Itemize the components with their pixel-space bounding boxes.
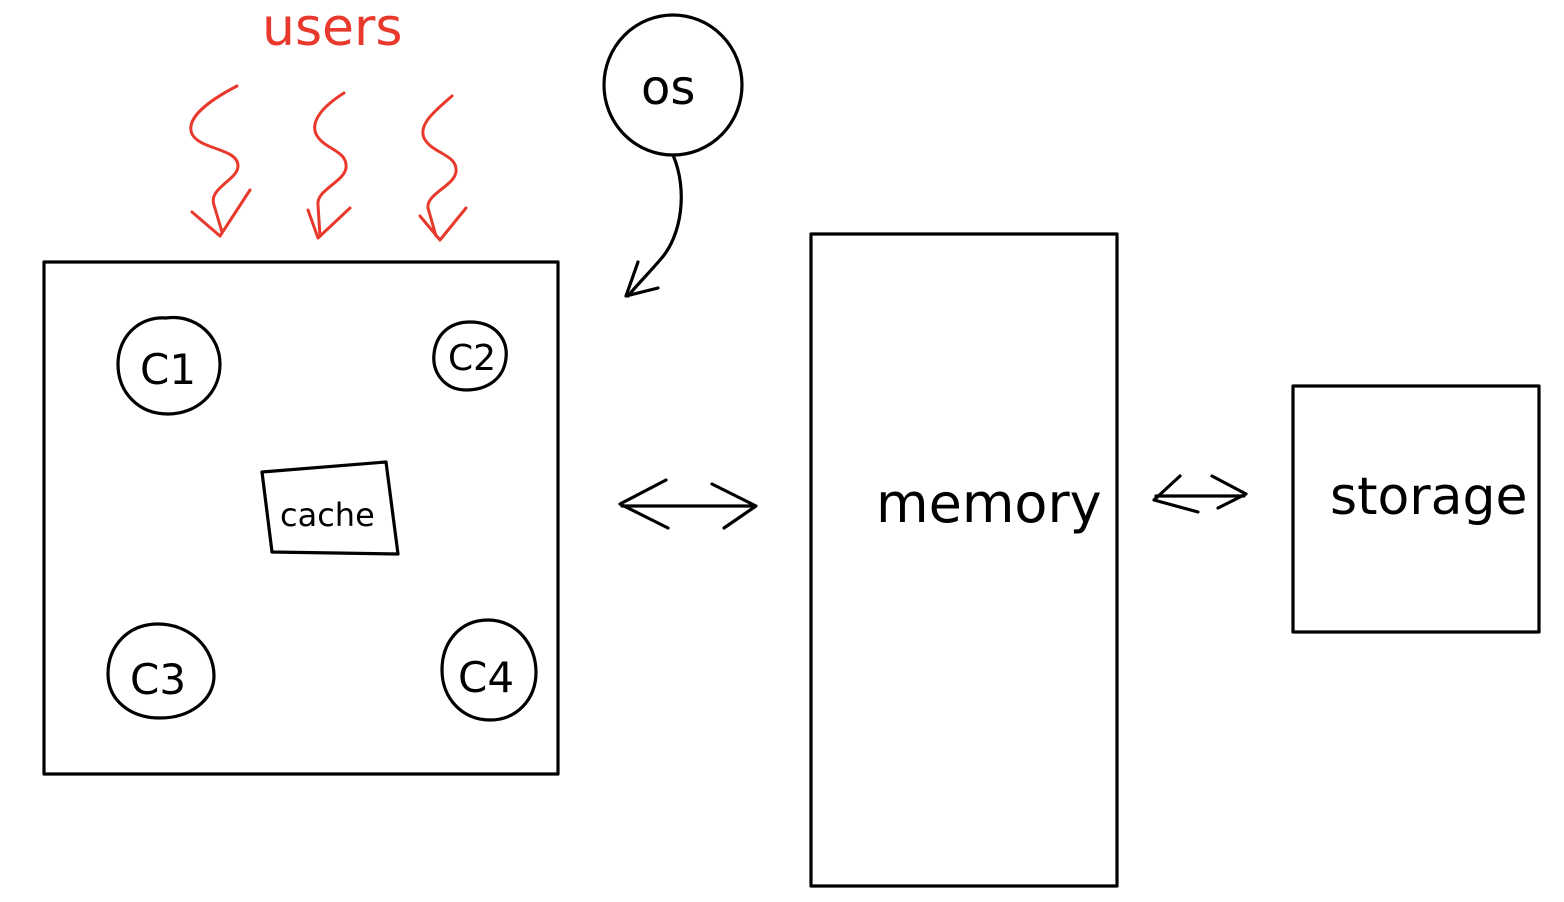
cpu-memory-arrow-left-head — [618, 478, 670, 530]
cache-box — [260, 460, 400, 556]
core-c4-circle — [440, 618, 538, 722]
user-arrow-1-head — [190, 188, 252, 238]
core-c1-circle — [116, 315, 222, 416]
core-c2: C2 — [432, 320, 508, 392]
memory-box — [809, 232, 1119, 888]
cpu-memory-arrow — [618, 478, 758, 530]
core-c3-label: C3 — [130, 655, 186, 704]
cpu-box — [42, 260, 560, 776]
users-label: users — [262, 0, 403, 58]
user-arrow-2-head — [306, 206, 352, 240]
core-c4-label: C4 — [458, 653, 514, 702]
core-c1-label: C1 — [140, 345, 196, 394]
core-c3-circle — [106, 622, 216, 720]
user-arrow-1 — [189, 84, 240, 234]
users-arrows — [189, 84, 468, 242]
memory-storage-arrow-left-head — [1152, 474, 1200, 514]
memory-storage-arrow — [1152, 474, 1248, 514]
os-to-cpu-arrow-head — [624, 260, 660, 298]
cache-label: cache — [280, 496, 375, 534]
core-c4: C4 — [440, 618, 538, 722]
storage-label: storage — [1330, 467, 1528, 527]
user-arrow-2 — [313, 91, 348, 238]
os-to-cpu-arrow — [626, 153, 683, 298]
core-c2-label: C2 — [448, 338, 496, 379]
core-c3: C3 — [106, 622, 216, 720]
user-arrow-3-head — [418, 206, 468, 242]
cache-node: cache — [260, 460, 400, 556]
core-c1: C1 — [116, 315, 222, 416]
memory-label: memory — [876, 472, 1102, 535]
user-arrow-3 — [421, 94, 458, 238]
storage-box — [1291, 384, 1541, 634]
memory-storage-arrow-right-head — [1210, 474, 1248, 510]
os-node: os — [602, 13, 744, 157]
os-label: os — [641, 60, 695, 116]
cpu-memory-arrow-right-head — [710, 482, 758, 530]
core-c2-circle — [432, 320, 508, 392]
